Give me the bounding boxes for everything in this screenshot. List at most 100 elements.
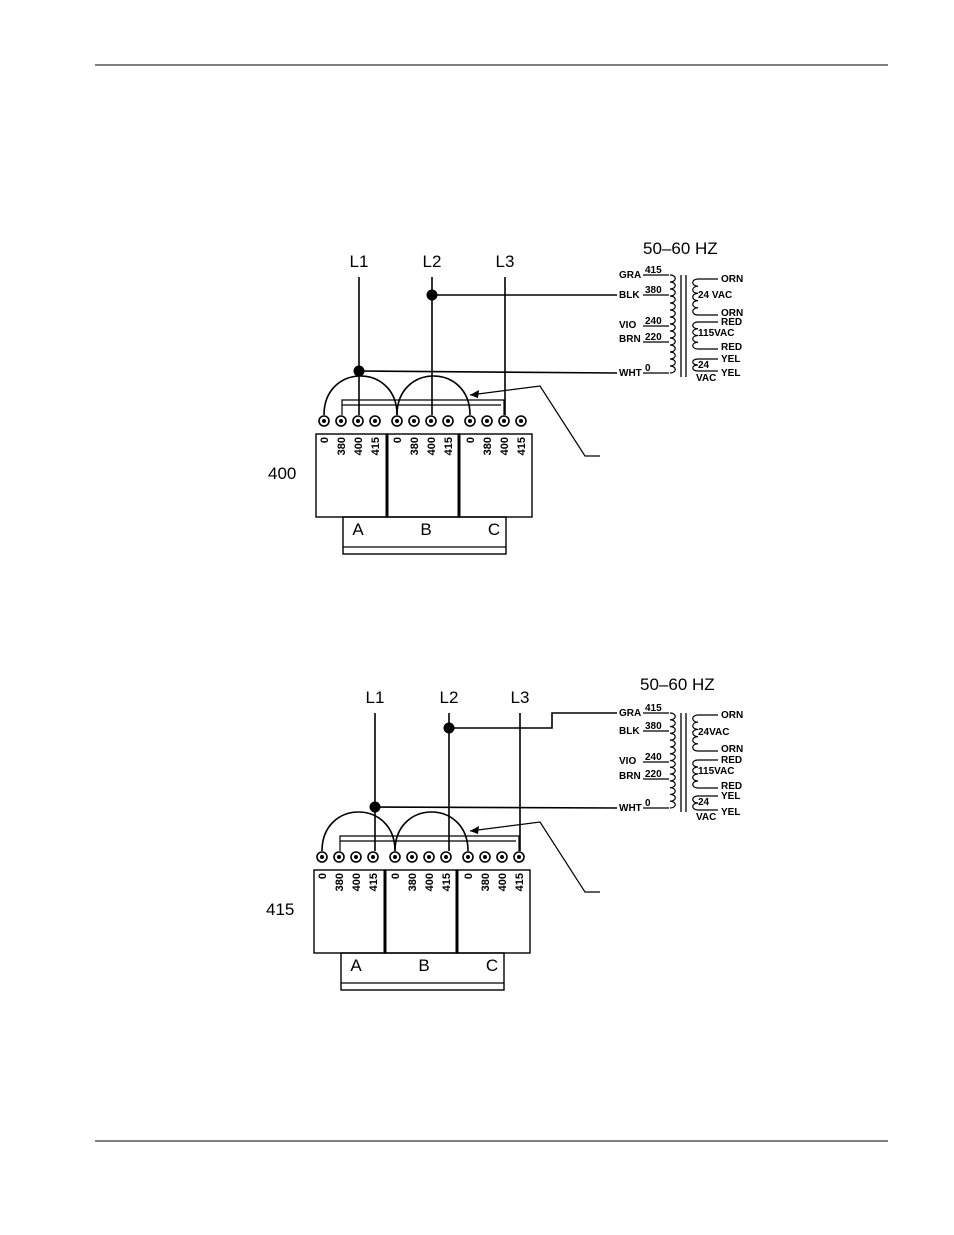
- secondary-vac-unit: VAC: [696, 373, 716, 384]
- primary-wire-gra: GRA: [619, 270, 641, 281]
- terminal-label: 415: [443, 437, 455, 455]
- terminal-label: 0: [465, 437, 477, 443]
- terminal-label: 415: [368, 873, 380, 891]
- phase-label-a: A: [352, 520, 364, 539]
- primary-tap-380: 380: [645, 285, 662, 296]
- phase-label-a: A: [350, 956, 362, 975]
- line-label-3: L3: [511, 688, 530, 707]
- transformer-base: [340, 952, 505, 991]
- terminal-label: 400: [497, 873, 509, 891]
- return-jumper: [339, 835, 520, 851]
- terminal-label: 415: [370, 437, 382, 455]
- terminal-screw-center: [410, 855, 414, 859]
- terminal-label: 380: [480, 873, 492, 891]
- secondary-red-bottom: RED: [721, 781, 742, 792]
- terminal-label: 400: [426, 437, 438, 455]
- terminal-screw-center: [466, 855, 470, 859]
- terminal-label: 0: [319, 437, 331, 443]
- secondary-24-number: 24: [698, 797, 710, 808]
- terminal-label: 0: [392, 437, 404, 443]
- terminal-screw-center: [373, 419, 377, 423]
- primary-tap-220: 220: [645, 332, 662, 343]
- terminal-label: 380: [409, 437, 421, 455]
- secondary-orn-top: ORN: [721, 274, 743, 285]
- terminal-label: 380: [482, 437, 494, 455]
- secondary-yel-bottom: YEL: [721, 368, 740, 379]
- secondary-winding-24vac-yel: [692, 795, 718, 811]
- terminal-label: 415: [441, 873, 453, 891]
- terminal-screw-center: [337, 855, 341, 859]
- secondary-24vac-label: 24VAC: [698, 727, 730, 738]
- primary-wire-gra: GRA: [619, 708, 641, 719]
- primary-tap-380: 380: [645, 721, 662, 732]
- phase-label-b: B: [418, 956, 429, 975]
- primary-tap-0: 0: [645, 798, 651, 809]
- terminal-screw-center: [517, 855, 521, 859]
- terminal-screw-center: [339, 419, 343, 423]
- primary-winding: [669, 274, 676, 374]
- primary-wire-vio: VIO: [619, 320, 636, 331]
- terminal-screw-center: [446, 419, 450, 423]
- terminal-label: 400: [499, 437, 511, 455]
- voltage-setting-label: 400: [268, 464, 296, 483]
- secondary-yel-top: YEL: [721, 791, 740, 802]
- terminal-label: 380: [336, 437, 348, 455]
- terminal-screw-center: [354, 855, 358, 859]
- terminal-screw-center: [444, 855, 448, 859]
- primary-tap-240: 240: [645, 752, 662, 763]
- terminal-label: 400: [424, 873, 436, 891]
- phase-label-b: B: [420, 520, 431, 539]
- secondary-winding-24vac: [692, 278, 718, 316]
- terminal-label: 380: [407, 873, 419, 891]
- coil-c: [456, 869, 531, 954]
- secondary-orn-mid: ORN: [721, 308, 743, 319]
- primary-tap-415: 415: [645, 265, 662, 276]
- callout-arrowhead: [470, 826, 479, 834]
- frequency-label: 50–60 HZ: [640, 675, 715, 694]
- l2-to-primary-wire: [449, 712, 617, 729]
- line-label-1: L1: [366, 688, 385, 707]
- terminal-screw-center: [485, 419, 489, 423]
- terminal-screw-center: [395, 419, 399, 423]
- terminal-screw-center: [320, 855, 324, 859]
- phase-label-c: C: [486, 956, 498, 975]
- line-label-2: L2: [440, 688, 459, 707]
- frequency-label: 50–60 HZ: [643, 239, 718, 258]
- primary-tap-415: 415: [645, 703, 662, 714]
- secondary-24-number: 24: [698, 360, 710, 371]
- callout-leader: [469, 385, 600, 457]
- terminal-screw-center: [356, 419, 360, 423]
- primary-tap-220: 220: [645, 769, 662, 780]
- secondary-yel-top: YEL: [721, 354, 740, 365]
- secondary-orn-mid: ORN: [721, 744, 743, 755]
- primary-tap-240: 240: [645, 316, 662, 327]
- terminal-screw-center: [371, 855, 375, 859]
- secondary-yel-bottom: YEL: [721, 807, 740, 818]
- secondary-winding-115vac: [692, 321, 718, 350]
- secondary-winding-115vac: [692, 759, 718, 789]
- secondary-red-top: RED: [721, 755, 742, 766]
- line-label-2: L2: [423, 252, 442, 271]
- terminal-screw-center: [427, 855, 431, 859]
- secondary-winding-24vac-yel: [692, 358, 718, 372]
- secondary-24vac-label: 24 VAC: [698, 290, 732, 301]
- terminal-label: 400: [353, 437, 365, 455]
- primary-wire-blk: BLK: [619, 290, 640, 301]
- terminal-screw-center: [412, 419, 416, 423]
- l1-to-primary-wire: [374, 806, 618, 809]
- coil-b: [386, 433, 460, 518]
- callout-arrowhead: [470, 390, 479, 398]
- terminal-label: 415: [516, 437, 528, 455]
- secondary-115vac-label: 115VAC: [698, 766, 735, 777]
- terminal-screw-center: [500, 855, 504, 859]
- primary-wire-brn: BRN: [619, 771, 641, 782]
- secondary-red-bottom: RED: [721, 342, 742, 353]
- terminal-screw-center: [429, 419, 433, 423]
- primary-tap-0: 0: [645, 363, 651, 374]
- primary-wire-vio: VIO: [619, 756, 636, 767]
- transformer-base: [342, 516, 507, 555]
- terminal-label: 400: [351, 873, 363, 891]
- terminal-screw-center: [393, 855, 397, 859]
